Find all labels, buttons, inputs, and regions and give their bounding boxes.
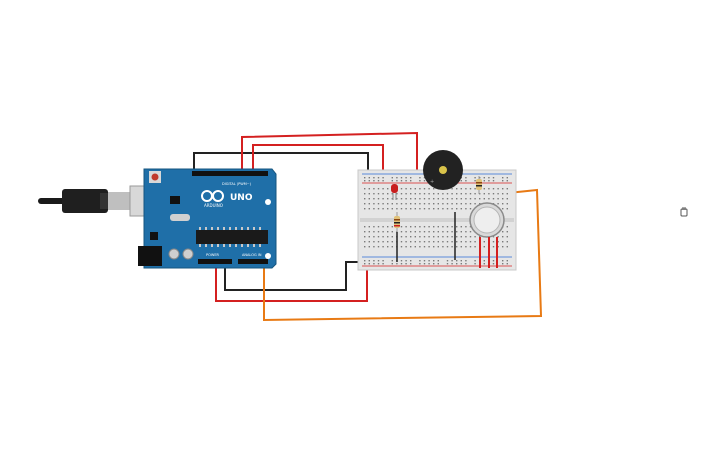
led[interactable] <box>391 184 398 200</box>
wires <box>193 131 543 322</box>
power-header <box>198 259 232 264</box>
wire-red-bottom[interactable] <box>215 266 368 302</box>
digital-label: DIGITAL (PWM~) <box>222 182 252 186</box>
resistor-2[interactable] <box>476 176 482 194</box>
breadboard-holes <box>364 177 508 265</box>
board-model-label: UNO <box>230 193 253 203</box>
crystal <box>170 214 190 221</box>
wire-black-bottom[interactable] <box>224 261 368 291</box>
power-jack <box>138 246 162 266</box>
analog-header <box>238 259 268 264</box>
svg-text:+: + <box>430 179 434 185</box>
gas-sensor[interactable] <box>469 202 505 268</box>
arduino-uno-board[interactable]: UNO ARDUINO DIGITAL (PWM~) POWER ANALOG … <box>138 168 277 269</box>
atmega-chip <box>196 230 268 244</box>
analog-label: ANALOG IN <box>242 253 262 257</box>
power-label: POWER <box>206 253 220 257</box>
usb-cable[interactable] <box>38 185 157 217</box>
capacitor-1 <box>168 248 180 260</box>
wire-black-top[interactable] <box>193 152 369 176</box>
wire-orange[interactable] <box>263 188 543 322</box>
plug-icon[interactable] <box>680 207 688 217</box>
capacitor-2 <box>182 248 194 260</box>
board-brand-label: ARDUINO <box>204 203 223 208</box>
resistor-1[interactable] <box>394 212 400 232</box>
digital-header <box>192 171 268 176</box>
arduino-logo-icon <box>201 190 224 202</box>
piezo-buzzer[interactable]: + <box>423 150 463 190</box>
